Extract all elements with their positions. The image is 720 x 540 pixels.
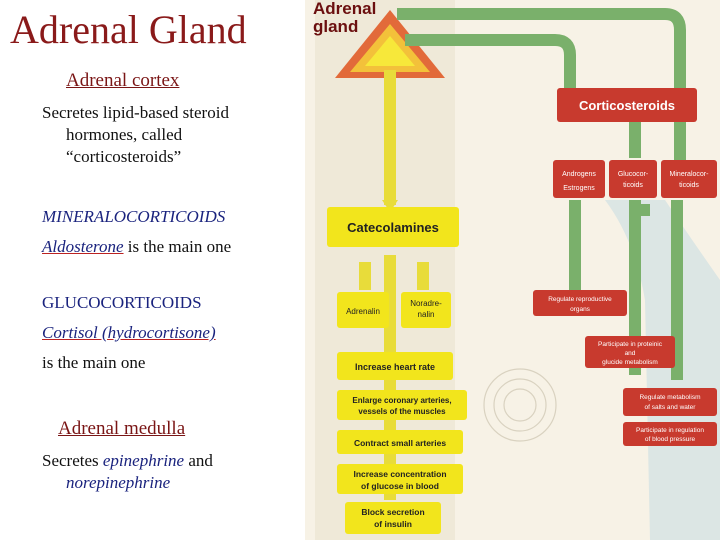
aldosterone-term: Aldosterone — [42, 237, 124, 256]
protein-label-line2: and — [625, 350, 636, 357]
adrenal-gland-inner — [365, 36, 415, 66]
small-arteries-label: Contract small arteries — [354, 438, 446, 448]
reproductive-box — [533, 290, 627, 316]
cortex-description-line3: “corticosteroids” — [66, 147, 182, 166]
heart-rings — [483, 368, 557, 442]
mineralocorticoids-label-line1: Mineralocor- — [670, 171, 710, 178]
protein-label-line3: glucide metabolism — [602, 359, 658, 366]
glucocorticoids-label-line1: Glucocor- — [618, 171, 649, 178]
aldosterone-suffix: is the main one — [123, 237, 232, 256]
coronary-label-line2: vessels of the muscles — [358, 407, 446, 416]
noradrenalin-box — [401, 292, 451, 328]
catecolamines-label: Catecolamines — [347, 220, 439, 235]
coronary-box — [337, 390, 467, 420]
protein-label-line1: Participate in proteinic — [598, 341, 663, 348]
torso-silhouette — [605, 200, 720, 540]
adrenal-cortex-heading[interactable]: Adrenal cortex — [66, 70, 180, 91]
insulin-label-line1: Block secretion — [361, 507, 424, 517]
corticosteroids-label: Corticosteroids — [579, 98, 675, 113]
noradrenalin-label-line1: Noradre- — [410, 299, 442, 308]
adrenalin-box — [337, 292, 389, 328]
blood-pressure-box — [623, 422, 717, 446]
cortisol-suffix: is the main one — [42, 353, 146, 372]
salts-water-box — [623, 388, 717, 416]
heart-rate-box — [337, 352, 453, 380]
glucose-box — [337, 464, 463, 494]
aldosterone-line: Aldosterone is the main one — [42, 236, 231, 258]
mineralocorticoids-label-line2: ticoids — [679, 182, 699, 189]
insulin-label-line2: of insulin — [374, 519, 412, 529]
glucocorticoids-label-line2: ticoids — [623, 182, 643, 189]
adrenal-hormones-diagram: Adrenal gland Corticosteroids Androgens … — [305, 0, 720, 540]
noradrenalin-label-line2: nalin — [418, 310, 435, 319]
mineralocorticoids-heading: MINERALOCORTICOIDS — [42, 207, 226, 226]
salts-label-line2: of salts and water — [645, 404, 697, 411]
cortisol-term: Cortisol (hydrocortisone) — [42, 323, 216, 342]
salts-label-line1: Regulate metabolism — [639, 394, 700, 401]
insulin-box — [345, 502, 441, 534]
reproductive-label-line2: organs — [570, 306, 591, 313]
mineralocorticoids-box — [661, 160, 717, 198]
glucose-label-line2: of glucose in blood — [361, 481, 439, 491]
protein-metabolism-box — [585, 336, 675, 368]
glucocorticoids-heading: GLUCOCORTICOIDS — [42, 293, 202, 312]
yellow-arrowhead — [382, 200, 398, 212]
glucocorticoids-box — [609, 160, 657, 198]
heart-rate-label: Increase heart rate — [355, 362, 435, 372]
estrogens-label: Estrogens — [563, 185, 595, 192]
diagram-header-line2: gland — [313, 17, 358, 36]
slide-title: Adrenal Gland — [10, 7, 247, 52]
cortex-description-line2: hormones, called — [66, 125, 183, 144]
norepinephrine-term: norepinephrine — [66, 473, 171, 492]
diagram-header-line1: Adrenal — [313, 0, 376, 18]
medulla-description-line1: Secretes epinephrine and — [42, 450, 213, 472]
glucose-label-line1: Increase concentration — [353, 469, 446, 479]
androgens-box — [553, 160, 605, 198]
androgens-label: Androgens — [562, 171, 596, 178]
catecolamines-box — [327, 207, 459, 247]
blood-pressure-label-line2: of blood pressure — [645, 436, 696, 443]
reproductive-label-line1: Regulate reproductive — [548, 296, 612, 303]
adrenal-medulla-heading[interactable]: Adrenal medulla — [58, 418, 186, 439]
corticosteroids-box — [557, 88, 697, 122]
small-arteries-box — [337, 430, 463, 454]
epinephrine-term: epinephrine — [102, 451, 185, 470]
adrenalin-label: Adrenalin — [346, 307, 380, 316]
blood-pressure-label-line1: Participate in regulation — [636, 427, 704, 434]
coronary-label-line1: Enlarge coronary arteries, — [352, 396, 451, 405]
cortex-description-line1: Secretes lipid-based steroid — [42, 103, 229, 122]
medulla-secretes: Secretes — [42, 451, 103, 470]
medulla-and: and — [184, 451, 213, 470]
